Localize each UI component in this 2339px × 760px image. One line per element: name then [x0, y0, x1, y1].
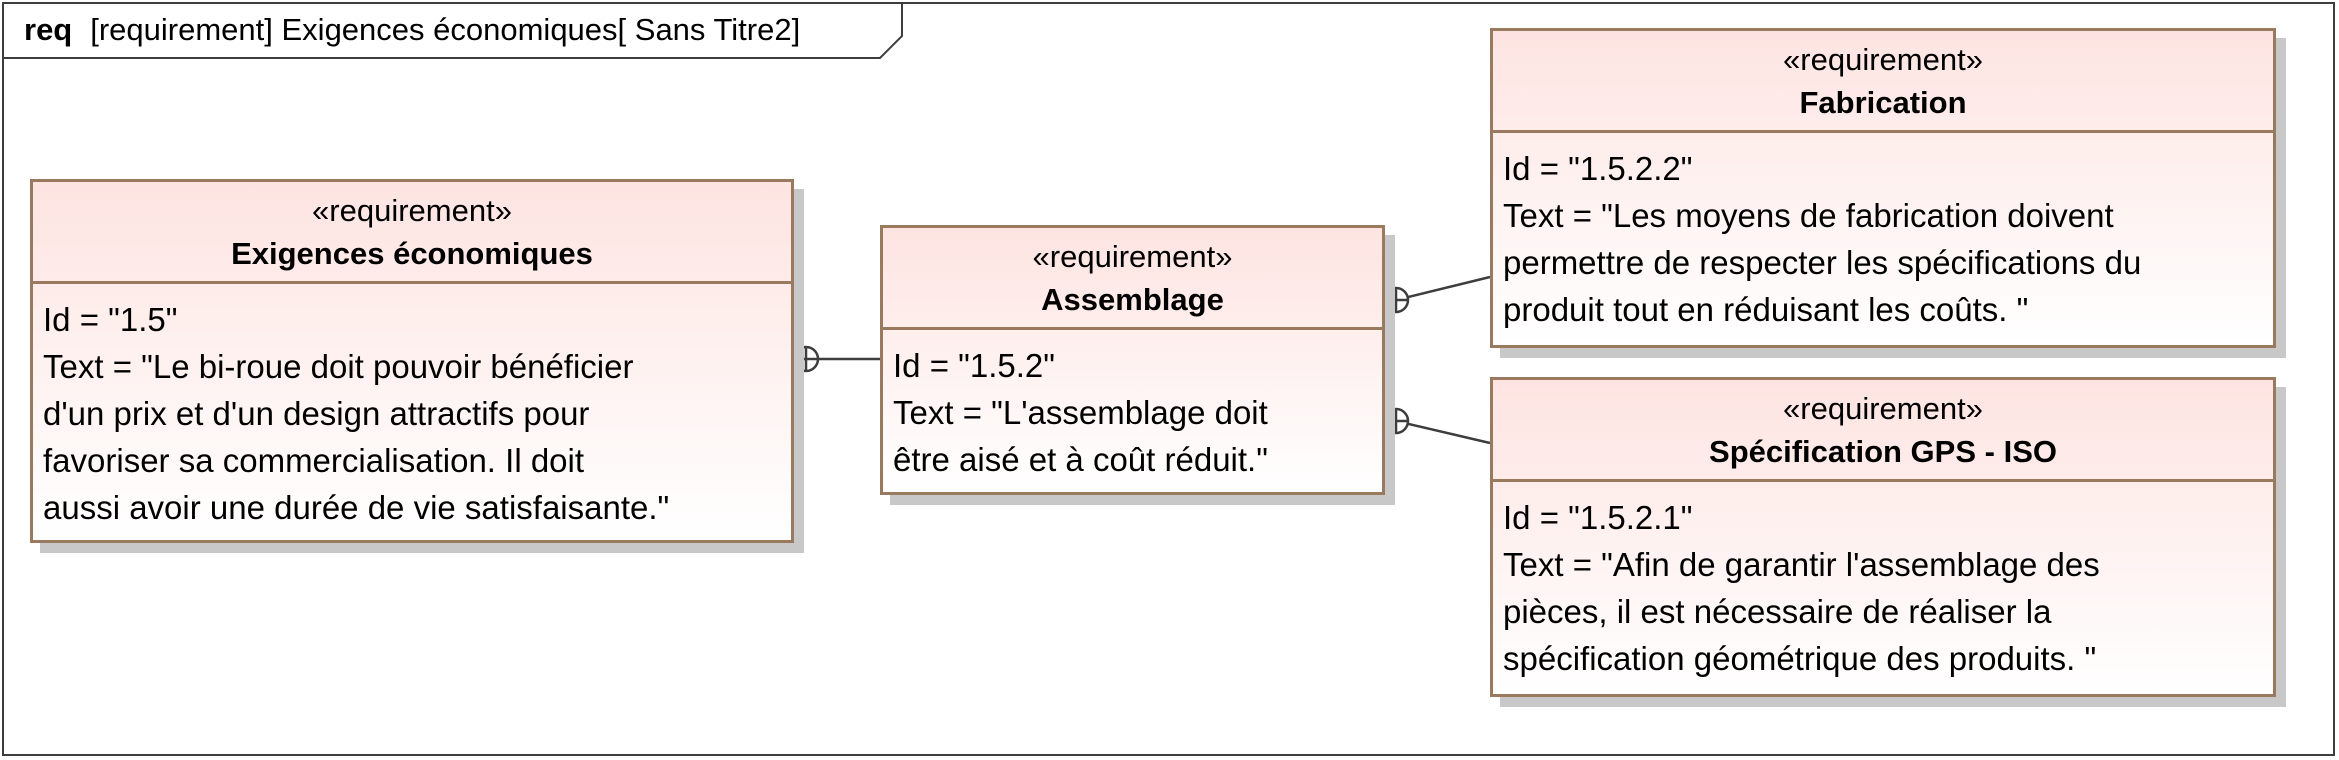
requirement-text-line: spécification géométrique des produits. …: [1503, 640, 2097, 677]
requirement-properties: Id = "1.5.2" Text = "L'assemblage doit ê…: [883, 330, 1382, 483]
frame-header-tab: [2, 2, 904, 59]
requirement-properties: Id = "1.5" Text = "Le bi-roue doit pouvo…: [33, 284, 791, 531]
requirement-text-line: d'un prix et d'un design attractifs pour: [43, 395, 590, 432]
requirement-properties: Id = "1.5.2.2" Text = "Les moyens de fab…: [1493, 133, 2273, 333]
requirement-id: Id = "1.5.2.2": [1503, 150, 1693, 187]
requirement-name: Exigences économiques: [231, 236, 593, 271]
requirement-text-line: Text = "Le bi-roue doit pouvoir bénéfici…: [43, 348, 634, 385]
requirement-id: Id = "1.5.2": [893, 347, 1055, 384]
requirement-header: «requirement» Spécification GPS - ISO: [1493, 380, 2273, 482]
requirement-header: «requirement» Exigences économiques: [33, 182, 791, 284]
requirement-name: Fabrication: [1799, 85, 1967, 120]
stereotype-label: «requirement»: [1783, 42, 1983, 77]
requirement-name: Assemblage: [1041, 282, 1224, 317]
requirement-name: Spécification GPS - ISO: [1709, 434, 2057, 469]
requirement-assemblage[interactable]: «requirement» Assemblage Id = "1.5.2" Te…: [880, 225, 1385, 495]
requirement-text-line: Text = "Les moyens de fabrication doiven…: [1503, 197, 2114, 234]
requirement-fabrication[interactable]: «requirement» Fabrication Id = "1.5.2.2"…: [1490, 28, 2276, 348]
frame-title-text: [requirement] Exigences économiques[ San…: [90, 12, 801, 47]
requirement-text-line: pièces, il est nécessaire de réaliser la: [1503, 593, 2052, 630]
frame-keyword: req: [24, 12, 73, 47]
containment-link-assemblage-fabrication[interactable]: [1382, 275, 1491, 314]
requirement-text-line: produit tout en réduisant les coûts. ": [1503, 291, 2029, 328]
requirement-properties: Id = "1.5.2.1" Text = "Afin de garantir …: [1493, 482, 2273, 682]
frame-title: req [requirement] Exigences économiques[ …: [24, 12, 800, 48]
requirement-text-line: Text = "L'assemblage doit: [893, 394, 1268, 431]
requirement-specification-gps-iso[interactable]: «requirement» Spécification GPS - ISO Id…: [1490, 377, 2276, 697]
requirement-text-line: permettre de respecter les spécification…: [1503, 244, 2142, 281]
requirement-text-line: Text = "Afin de garantir l'assemblage de…: [1503, 546, 2100, 583]
stereotype-label: «requirement»: [1783, 391, 1983, 426]
containment-link-assemblage-gps[interactable]: [1382, 407, 1491, 445]
requirement-header: «requirement» Fabrication: [1493, 31, 2273, 133]
requirement-text-line: être aisé et à coût réduit.": [893, 441, 1268, 478]
requirement-text-line: favoriser sa commercialisation. Il doit: [43, 442, 585, 479]
requirement-id: Id = "1.5": [43, 301, 178, 338]
stereotype-label: «requirement»: [312, 193, 512, 228]
requirement-id: Id = "1.5.2.1": [1503, 499, 1693, 536]
containment-link-exigences-assemblage[interactable]: [792, 345, 880, 373]
requirement-exigences-economiques[interactable]: «requirement» Exigences économiques Id =…: [30, 179, 794, 543]
requirement-header: «requirement» Assemblage: [883, 228, 1382, 330]
requirement-text-line: aussi avoir une durée de vie satisfaisan…: [43, 489, 670, 526]
stereotype-label: «requirement»: [1032, 239, 1233, 274]
